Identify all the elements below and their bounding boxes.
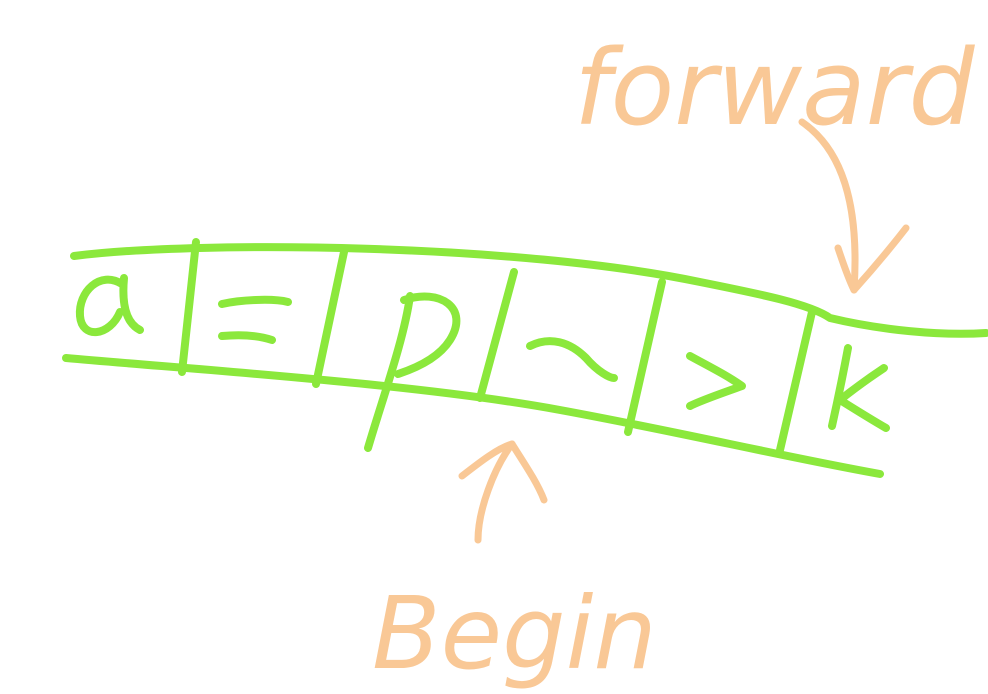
input-buffer xyxy=(62,238,988,478)
cell-divider xyxy=(776,308,816,454)
begin-arrow-head xyxy=(458,440,548,504)
cell-equals xyxy=(218,295,292,344)
buffer-top-edge xyxy=(70,243,988,338)
cell-divider xyxy=(476,268,518,402)
cell-k xyxy=(828,344,890,432)
cell-greater-than xyxy=(686,352,746,410)
cell-tilde xyxy=(526,337,618,382)
forward-pointer: forward xyxy=(574,27,976,294)
cell-p xyxy=(364,292,461,452)
forward-label: forward xyxy=(574,27,976,149)
cell-divider xyxy=(624,278,666,436)
buffer-bottom-edge xyxy=(62,354,884,478)
begin-arrow-shaft xyxy=(474,440,516,544)
cell-a xyxy=(75,274,144,337)
cell-divider xyxy=(312,248,348,388)
forward-arrow-shaft xyxy=(798,118,859,294)
begin-label: Begin xyxy=(372,575,657,692)
begin-pointer: Begin xyxy=(372,440,657,692)
forward-arrow-head xyxy=(834,224,910,294)
cell-divider xyxy=(178,238,200,376)
